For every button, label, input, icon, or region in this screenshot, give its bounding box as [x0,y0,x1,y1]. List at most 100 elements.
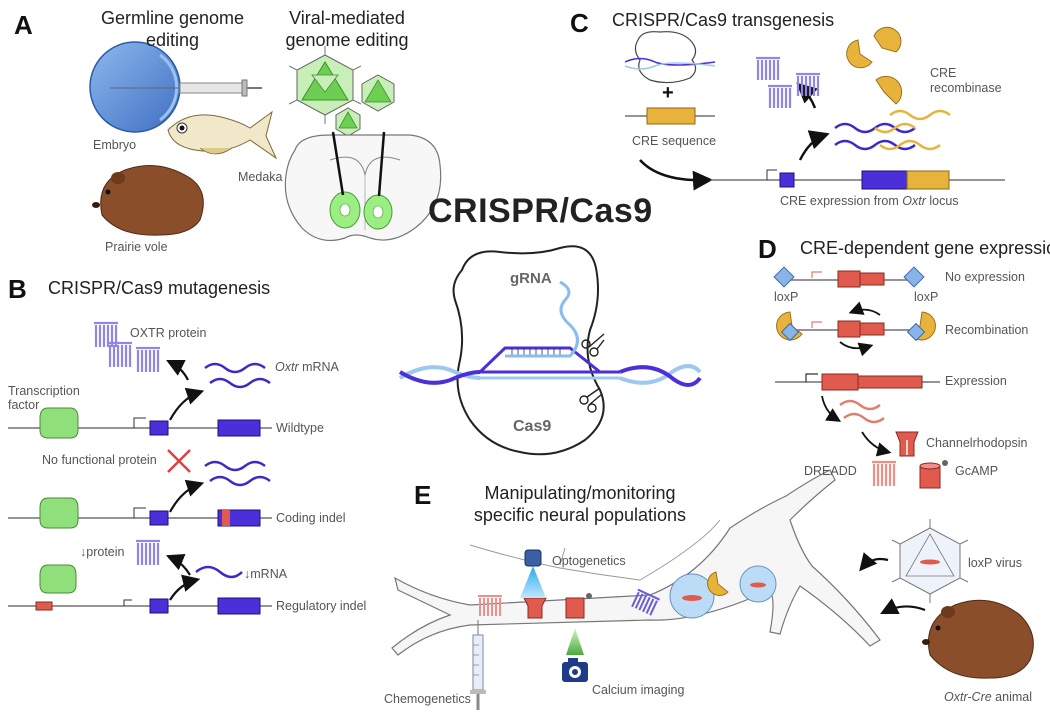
panel-a [89,41,442,241]
grna-label: gRNA [510,270,552,287]
oxtr-cre-animal-label: Oxtr-Cre animal [944,690,1032,704]
effector-mrna-wavy [839,399,885,424]
panel-e-title-line1: Manipulating/monitoring [484,483,676,503]
loxp-left-label: loxP [774,290,799,304]
loxp-virus-label: loxP virus [968,556,1022,570]
nucleus-second [739,565,777,603]
coding-transcription-arrow [169,479,205,513]
panel-e-title-line2: specific neural populations [473,505,687,525]
cre-sequence-box [646,107,696,125]
prairie-vole-label: Prairie vole [105,240,168,254]
panel-c-title: CRISPR/Cas9 transgenesis [612,10,835,30]
recombination-label: Recombination [945,323,1029,337]
wildtype-gene-track [8,407,272,439]
oxtr-protein-c-icon [756,56,820,108]
oxtr-cre-vole-illustration [922,599,1034,679]
viral-title-line2: genome editing [285,30,409,50]
loxp-virus-icon [891,519,969,603]
oxtr-protein-icon [94,321,160,372]
insertion-arrow [639,159,713,191]
germline-title-line2: editing [145,30,200,50]
reduced-mrna-wavy [195,565,243,579]
cre-recombinase-label-line2: recombinase [930,81,1002,95]
cre-recombinase-icon [846,26,903,105]
oxtr-locus-track [710,169,1005,190]
coding-indel-gene-track [8,497,272,529]
coding-indel-label: Coding indel [276,511,346,525]
reduced-protein-icon [136,539,160,565]
transcription-arrow [169,387,205,421]
medaka-label: Medaka [238,170,283,184]
panel-b [8,321,272,615]
scissors-icon [579,333,605,413]
panel-e [391,469,1034,710]
cas9-blob-small-icon [624,31,716,84]
oxtr-mrna-wavy [204,362,271,389]
calcium-imaging-label: Calcium imaging [592,683,685,697]
embryo-illustration [89,41,181,133]
chemogenetics-label: Chemogenetics [384,692,471,706]
transcription-factor-label-line2: factor [8,398,40,412]
oxtr-membrane-icon [631,588,661,616]
regulatory-transcription-arrow [169,574,201,601]
no-expression-construct [773,266,925,288]
oxtr-mrna-label: Oxtr mRNA [275,360,339,374]
translation-arrow [166,360,189,381]
embryo-label: Embryo [93,138,137,152]
channelrhodopsin-label: Channelrhodopsin [926,436,1028,450]
brain-section-illustration [284,131,442,241]
germline-title-line1: Germline genome [100,8,245,28]
neuron-illustration [391,469,881,656]
syringe-icon [110,79,262,97]
panel-d-letter: D [758,234,777,264]
chemogenetics-syringe-icon [470,620,486,710]
virus-small-icon [335,107,361,137]
transcription-factor-label-line1: Transcription [8,384,80,398]
regulatory-indel-label: Regulatory indel [276,599,367,613]
nucleus-infected [669,573,715,619]
panel-c-letter: C [570,8,589,38]
calcium-imaging-beam-icon [566,628,584,655]
cas9-complex-illustration [398,245,702,456]
membrane-dreadd-icon [478,595,502,616]
reduced-mrna-label: ↓mRNA [244,567,288,581]
panel-b-title: CRISPR/Cas9 mutagenesis [48,278,271,298]
oxtr-protein-label: OXTR protein [130,326,207,340]
gcamp-icon [919,460,948,489]
dreadd-label: DREADD [804,464,857,478]
medaka-fish-illustration [167,110,278,160]
cre-sequence-label: CRE sequence [632,134,717,148]
cre-expression-label: CRE expression from Oxtr locus [780,194,959,208]
prairie-vole-illustration [92,165,204,236]
regulatory-translation-arrow [165,553,191,576]
panel-a-letter: A [14,10,33,40]
regulatory-indel-gene-track [8,564,272,615]
dreadd-icon [872,460,896,486]
loxp-right-label: loxP [914,290,939,304]
optogenetics-probe-icon [520,549,546,598]
plus-sign: + [662,82,674,104]
panel-e-letter: E [414,480,432,510]
no-functional-protein-label: No functional protein [42,453,157,467]
channelrhodopsin-icon [895,431,919,457]
cre-neuron-icon [707,571,729,596]
cas9-label: Cas9 [513,418,552,435]
membrane-gcamp-icon [565,593,592,619]
panel-c [624,26,1005,191]
virus-medium-icon [361,74,395,112]
panel-b-letter: B [8,274,27,304]
gcamp-label: GcAMP [955,464,999,478]
coding-mrna-wavy [204,460,271,487]
expression-label: Expression [945,374,1007,388]
cre-mrna-wavy [834,109,951,151]
no-expression-label: No expression [945,270,1025,284]
panel-d [773,266,948,489]
wildtype-label: Wildtype [276,421,324,435]
no-protein-cross-icon [167,449,191,473]
expression-construct [775,373,940,391]
panel-d-title: CRE-dependent gene expression [800,238,1050,258]
crispr-cas9-title: CRISPR/Cas9 [428,192,653,230]
cre-recombinase-label-line1: CRE [930,66,957,80]
camera-icon [562,658,588,682]
